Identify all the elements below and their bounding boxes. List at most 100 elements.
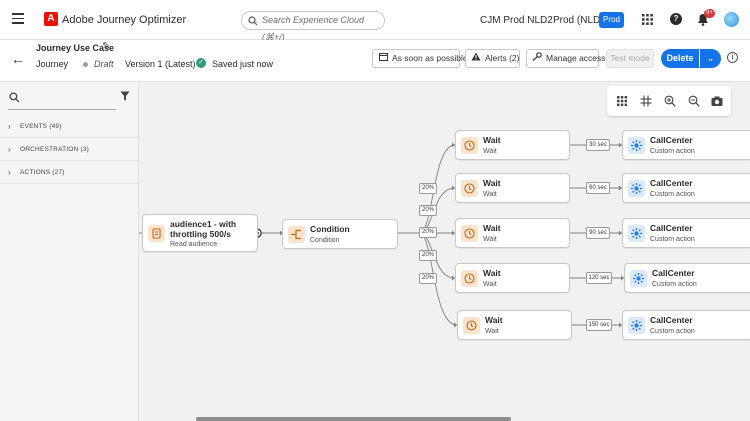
horizontal-scrollbar[interactable] (196, 417, 511, 421)
branch-percentage: 20% (419, 250, 437, 261)
custom-action-icon (628, 137, 645, 154)
canvas-toolbar (607, 86, 731, 116)
search-icon (248, 16, 258, 26)
custom-action-node[interactable]: CallCenter Custom action (622, 173, 750, 203)
node-subtitle: Custom action (650, 328, 695, 335)
audience-icon (148, 225, 165, 242)
category-label: EVENTS (49) (20, 123, 62, 130)
sandbox-badge: Prod (599, 12, 624, 28)
node-subtitle: Read audience (170, 241, 218, 248)
category-label: ACTIONS (27) (20, 169, 65, 176)
custom-action-icon (630, 270, 647, 287)
app-switcher-icon[interactable] (642, 14, 653, 25)
node-title: CallCenter (652, 268, 695, 278)
key-icon (532, 50, 542, 67)
journey-canvas[interactable]: audience1 - with throttling 500/s Read a… (139, 82, 750, 421)
custom-action-node[interactable]: CallCenter Custom action (624, 263, 750, 293)
chevron-right-icon: › (8, 122, 11, 131)
info-icon[interactable]: i (727, 52, 738, 63)
node-subtitle: Condition (310, 237, 340, 244)
node-title: CallCenter (650, 135, 693, 145)
node-subtitle: Wait (483, 236, 497, 243)
node-subtitle: Wait (483, 281, 497, 288)
palette-category-actions[interactable]: › ACTIONS (27) (0, 161, 138, 184)
custom-action-node[interactable]: CallCenter Custom action (622, 130, 750, 160)
wait-duration-label: 120 sec (586, 272, 612, 284)
sandbox-switcher[interactable]: Prod (NLD2) (553, 15, 610, 26)
app-name[interactable]: Adobe Journey Optimizer (62, 14, 187, 26)
schedule-label: As soon as possible (392, 53, 468, 63)
journey-status: Draft (94, 59, 114, 69)
screenshot-camera-icon[interactable] (711, 95, 723, 107)
chevron-down-icon[interactable]: ⌄ (700, 49, 721, 68)
node-subtitle: Custom action (650, 236, 695, 243)
wait-node[interactable]: Wait Wait (455, 130, 570, 160)
read-audience-node[interactable]: audience1 - with throttling 500/s Read a… (142, 214, 258, 252)
node-title: Wait (483, 223, 501, 233)
condition-split-icon (288, 226, 305, 243)
schedule-button[interactable]: As soon as possible (372, 49, 468, 68)
custom-action-icon (628, 225, 645, 242)
node-title: throttling 500/s (170, 229, 231, 239)
hamburger-menu-icon[interactable] (12, 13, 24, 25)
custom-action-icon (628, 180, 645, 197)
user-avatar[interactable] (724, 12, 739, 27)
node-subtitle: Wait (483, 191, 497, 198)
custom-action-node[interactable]: CallCenter Custom action (622, 218, 750, 248)
wait-duration-label: 30 sec (586, 139, 610, 151)
wait-duration-label: 150 sec (586, 319, 612, 331)
edit-pencil-icon[interactable]: ✎ (102, 41, 111, 52)
wait-node[interactable]: Wait Wait (455, 263, 570, 293)
wait-duration-label: 90 sec (586, 227, 610, 239)
manage-access-label: Manage access (546, 53, 606, 63)
adobe-logo-icon[interactable]: A (44, 12, 58, 26)
node-title: Wait (485, 315, 503, 325)
category-label: ORCHESTRATION (3) (20, 146, 90, 153)
delete-button[interactable]: Delete (661, 49, 699, 68)
node-title: CallCenter (650, 178, 693, 188)
alerts-label: Alerts (2) (485, 53, 520, 63)
branch-percentage: 20% (419, 227, 437, 238)
condition-node[interactable]: Condition Condition (282, 219, 398, 249)
clock-icon (463, 317, 480, 334)
checkmark-icon: ✓ (196, 58, 206, 68)
palette-category-orchestration[interactable]: › ORCHESTRATION (3) (0, 138, 138, 161)
custom-action-icon (628, 317, 645, 334)
alerts-button[interactable]: Alerts (2) (465, 49, 520, 68)
help-icon[interactable]: ? (670, 13, 682, 25)
palette-category-events[interactable]: › EVENTS (49) (0, 115, 138, 138)
clock-icon (461, 270, 478, 287)
wait-duration-label: 60 sec (586, 182, 610, 194)
zoom-out-icon[interactable] (688, 95, 700, 107)
calendar-icon (378, 50, 388, 67)
back-arrow-icon[interactable]: ← (11, 51, 25, 67)
manage-access-button[interactable]: Manage access (526, 49, 606, 68)
custom-action-node[interactable]: CallCenter Custom action (622, 310, 750, 340)
org-switcher[interactable]: CJM Prod NLD2 (480, 15, 553, 26)
journey-version[interactable]: Version 1 (Latest) (125, 59, 196, 69)
wait-node[interactable]: Wait Wait (457, 310, 572, 340)
wait-node[interactable]: Wait Wait (455, 218, 570, 248)
search-input[interactable]: Search Experience Cloud (⌘+/) (241, 11, 385, 42)
node-subtitle: Custom action (650, 148, 695, 155)
wait-node[interactable]: Wait Wait (455, 173, 570, 203)
branch-percentage: 20% (419, 183, 437, 194)
notification-count-badge: 9+ (704, 9, 715, 18)
palette-search-input[interactable] (8, 90, 116, 110)
search-icon (9, 92, 20, 103)
node-subtitle: Wait (483, 148, 497, 155)
clock-icon (461, 225, 478, 242)
node-title: Condition (310, 224, 350, 234)
journey-title: Journey Use Case (36, 43, 115, 53)
clock-icon (461, 137, 478, 154)
node-title: Wait (483, 178, 501, 188)
fit-to-screen-icon[interactable] (640, 95, 652, 107)
filter-icon[interactable] (120, 91, 130, 101)
chevron-right-icon: › (8, 168, 11, 177)
chevron-right-icon: › (8, 145, 11, 154)
grid-view-icon[interactable] (616, 95, 628, 107)
status-dot-icon (83, 62, 88, 67)
branch-percentage: 20% (419, 205, 437, 216)
zoom-in-icon[interactable] (664, 95, 676, 107)
test-mode-button[interactable]: Test mode (606, 49, 654, 68)
